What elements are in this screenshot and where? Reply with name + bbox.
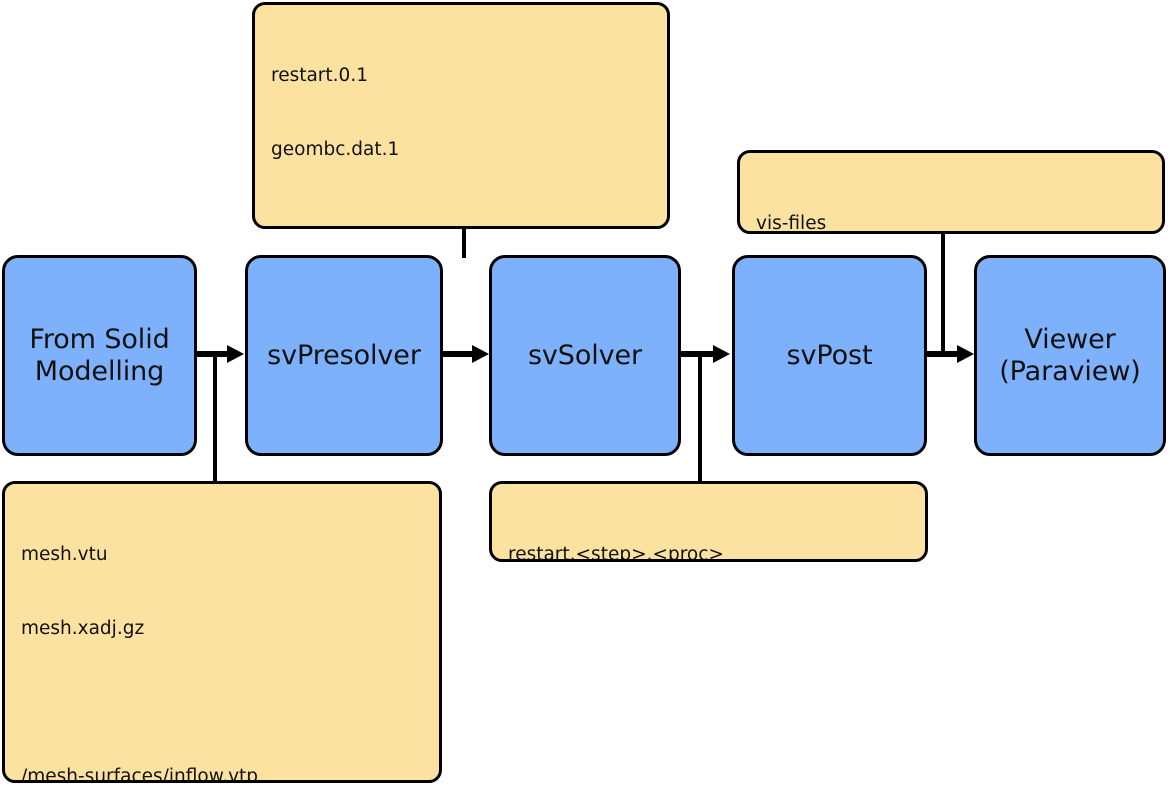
arrow-solid-to-presolver-shaft: [197, 351, 229, 357]
note-line: mesh.vtu: [21, 544, 108, 566]
arrow-solid-to-presolver-head: [227, 345, 244, 363]
link-presolver-inputs-to-presolver: [213, 357, 217, 483]
arrow-post-to-viewer-head: [957, 345, 974, 363]
process-node-label-line1: svSolver: [527, 339, 643, 371]
process-node-label-line1: From Solid: [29, 323, 170, 355]
process-node-viewer[interactable]: Viewer (Paraview): [974, 255, 1166, 456]
process-node-label: Viewer (Paraview): [999, 324, 1141, 388]
process-node-label: From Solid Modelling: [29, 324, 169, 388]
process-node-from-solid-modelling[interactable]: From Solid Modelling: [2, 255, 197, 456]
arrow-solver-to-post-head: [713, 345, 730, 363]
note-line: geombc.dat.1: [271, 138, 400, 160]
note-line-blank: [21, 691, 423, 716]
note-presolver-outputs: restart.0.1 geombc.dat.1 numstart.dat so…: [252, 2, 670, 229]
note-presolver-inputs: mesh.vtu mesh.xadj.gz /mesh-surfaces/inf…: [2, 481, 442, 783]
link-solver-outputs-to-post: [698, 357, 702, 481]
process-node-label-line1: svPresolver: [267, 339, 421, 371]
arrow-post-to-viewer-shaft: [927, 351, 959, 357]
process-node-label: svSolver: [528, 340, 642, 372]
arrow-presolver-to-solver-head: [472, 345, 489, 363]
process-node-label: svPost: [787, 340, 873, 372]
note-line: restart.0.1: [271, 65, 368, 87]
note-line: restart.<step>.<proc>: [508, 544, 724, 562]
note-solver-outputs: restart.<step>.<proc> geombc.dat.<proc>: [489, 481, 928, 562]
note-line: /mesh-surfaces/inflow.vtp: [21, 765, 259, 783]
process-node-label-line1: Viewer: [1024, 323, 1116, 355]
process-node-label-line1: svPost: [786, 339, 873, 371]
link-post-outputs-to-viewer: [941, 234, 945, 356]
arrow-solver-to-post-shaft: [681, 351, 715, 357]
arrow-presolver-to-solver-shaft: [443, 351, 474, 357]
note-line: mesh.xadj.gz: [21, 617, 145, 639]
process-node-label-line2: (Paraview): [999, 355, 1141, 387]
link-presolver-outputs-to-solver: [462, 227, 466, 258]
process-node-svpresolver[interactable]: svPresolver: [245, 255, 443, 456]
process-node-label: svPresolver: [267, 340, 421, 372]
note-line-blank: [271, 212, 651, 226]
note-line: vis-files: [756, 213, 827, 234]
process-node-label-line2: Modelling: [34, 355, 165, 387]
process-node-svpost[interactable]: svPost: [732, 255, 927, 456]
process-node-svsolver[interactable]: svSolver: [489, 255, 681, 456]
note-post-outputs: vis-files vtu-files: [737, 150, 1165, 234]
